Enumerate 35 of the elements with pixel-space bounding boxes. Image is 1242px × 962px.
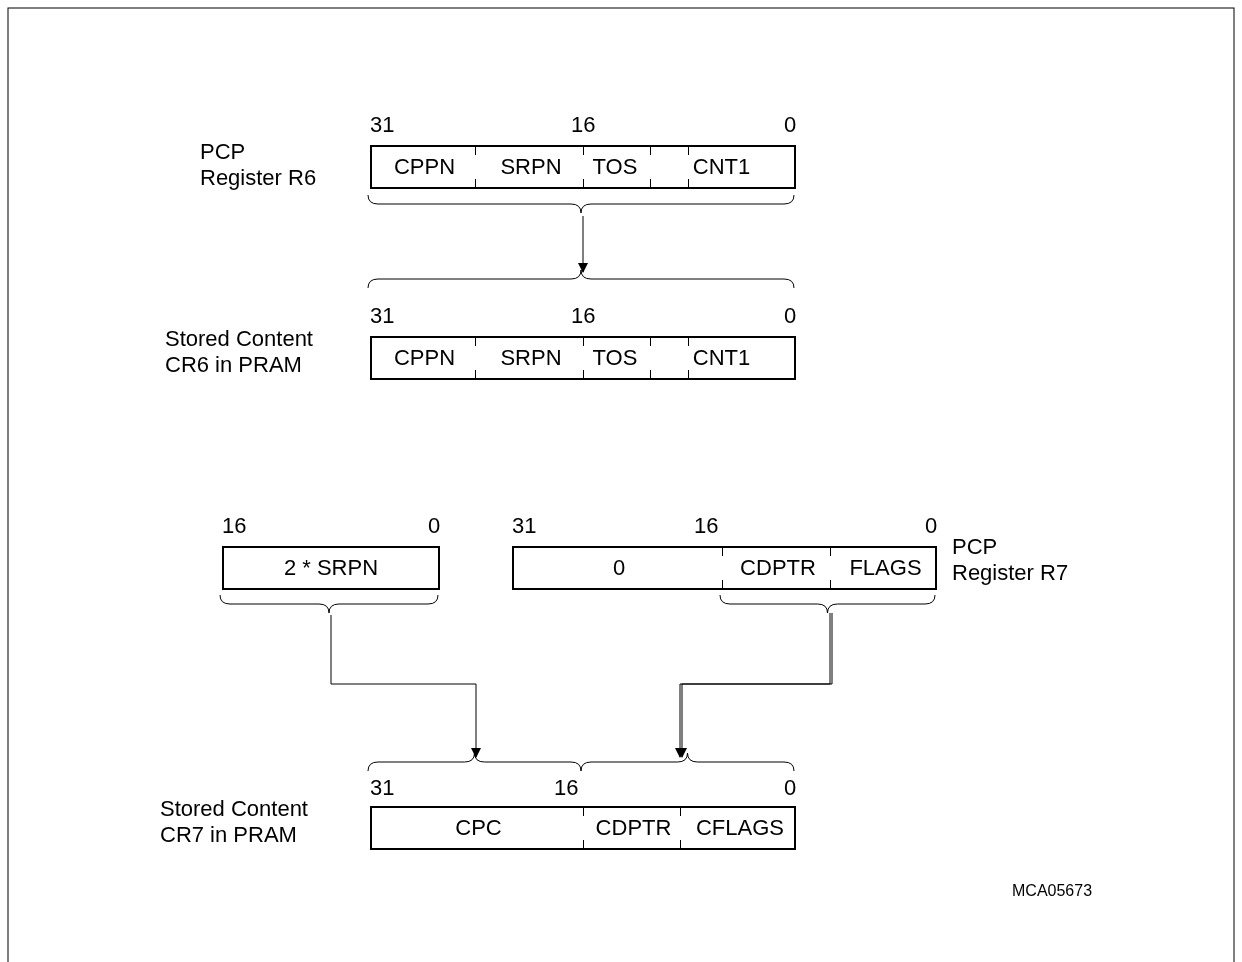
bit-field: TOS — [585, 338, 645, 378]
bit-field: CDPTR — [724, 548, 832, 588]
bit-number: 31 — [370, 303, 395, 329]
bit-field: CPC — [372, 808, 585, 848]
bit-number: 16 — [571, 112, 596, 138]
arrow — [330, 614, 481, 758]
bit-number: 0 — [925, 513, 938, 539]
bit-field: CFLAGS — [682, 808, 798, 848]
bit-number: 16 — [222, 513, 247, 539]
bit-number: 0 — [784, 112, 797, 138]
register-caption: PCP Register R6 — [200, 139, 318, 191]
arrow — [578, 215, 588, 273]
bit-field: CNT1 — [645, 147, 798, 187]
bit-number: 16 — [694, 513, 719, 539]
register-caption: Stored Content CR6 in PRAM — [165, 326, 314, 378]
bit-number: 0 — [784, 775, 797, 801]
register-caption: Stored Content CR7 in PRAM — [160, 796, 309, 848]
bit-number: 31 — [370, 775, 395, 801]
bit-number: 0 — [784, 303, 797, 329]
bit-number: 31 — [370, 112, 395, 138]
bit-field: SRPN — [477, 338, 585, 378]
bit-number: 16 — [554, 775, 579, 801]
bit-field: CDPTR — [585, 808, 682, 848]
bit-field: SRPN — [477, 147, 585, 187]
bit-number: 16 — [571, 303, 596, 329]
bit-number: 0 — [428, 513, 441, 539]
register-caption: PCP Register R7 — [952, 534, 1070, 586]
figure-id: MCA05673 — [1012, 881, 1093, 901]
bit-field: TOS — [585, 147, 645, 187]
bit-field: CPPN — [372, 338, 477, 378]
bit-field: CPPN — [372, 147, 477, 187]
bit-field: FLAGS — [832, 548, 939, 588]
bit-number: 31 — [512, 513, 537, 539]
bit-field: CNT1 — [645, 338, 798, 378]
bit-field: 0 — [514, 548, 724, 588]
